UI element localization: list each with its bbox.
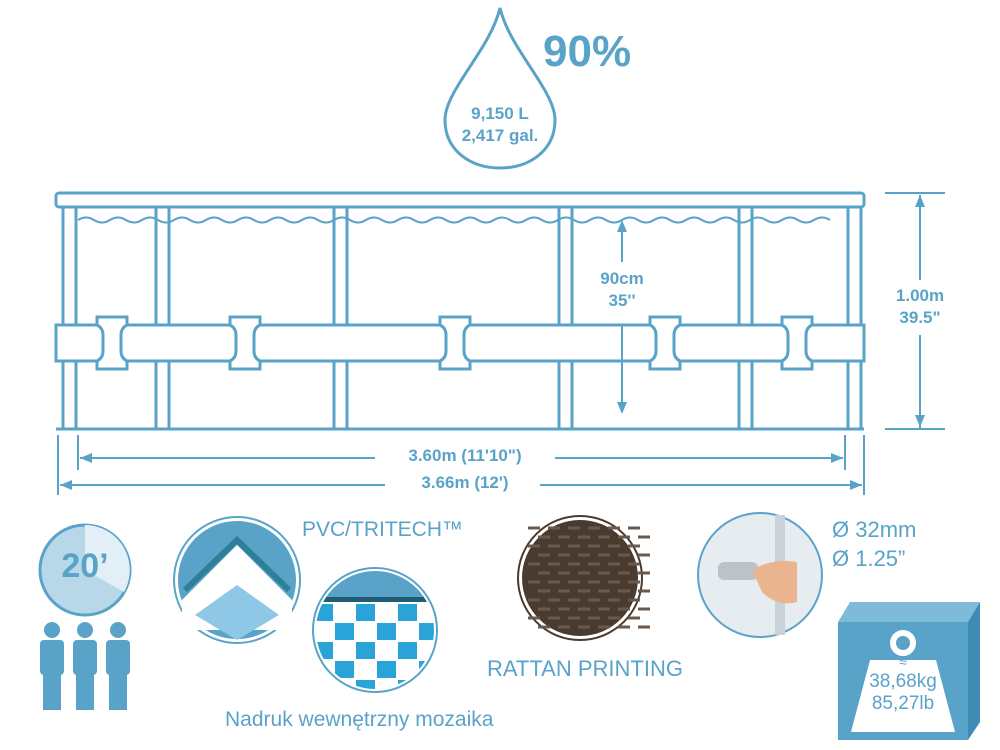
mosaic-icon (312, 567, 438, 693)
mosaic-tile (398, 604, 417, 621)
pool-height-m: 1.00m (895, 286, 945, 305)
weight-kg: 38,68kg (869, 671, 937, 692)
mosaic-tile (316, 680, 333, 689)
water-volume-gallons: 2,417 gal. (461, 126, 539, 145)
water-line (77, 216, 831, 224)
inner-width: 3.60m (11'10") (408, 446, 522, 465)
mosaic-tile (377, 623, 396, 640)
mosaic-tile (356, 680, 375, 689)
weight-approx: ≈ (899, 654, 907, 670)
mosaic-tile (356, 604, 375, 621)
rattan-label: RATTAN PRINTING (487, 656, 683, 681)
valve-size-in: Ø 1.25” (832, 546, 906, 571)
clock-icon (38, 523, 132, 617)
valve-hand-icon (697, 512, 823, 638)
water-depth-cm: 90cm (600, 269, 644, 288)
mosaic-tile (356, 642, 375, 659)
material-label: PVC/TRITECH™ (302, 518, 464, 541)
rattan-texture-icon (517, 515, 650, 641)
mosaic-tile (419, 623, 434, 640)
belt-connectors (95, 315, 814, 371)
weight-box-icon (838, 602, 980, 740)
people-icon (40, 622, 130, 710)
dimension-lines (57, 192, 945, 495)
arrowheads (60, 195, 925, 490)
mosaic-tile (316, 604, 333, 621)
water-fill-percent: 90% (543, 27, 632, 76)
pool-height-in: 39.5" (899, 308, 941, 327)
weight-lb: 85,27lb (871, 693, 935, 714)
pool-frame (54, 7, 945, 495)
water-drop-icon (443, 7, 557, 170)
outer-width: 3.66m (12') (421, 473, 509, 492)
mosaic-tile (398, 642, 417, 659)
valve-size-mm: Ø 32mm (832, 517, 917, 542)
mosaic-tile (335, 661, 354, 678)
mosaic-label: Nadruk wewnętrzny mozaika (225, 708, 494, 731)
water-depth-in: 35'' (608, 291, 636, 310)
water-volume-liters: 9,150 L (471, 104, 529, 123)
setup-time: 20’ (61, 547, 109, 585)
mosaic-tile (377, 661, 396, 678)
pvc-layers-icon (173, 516, 301, 644)
mosaic-tile (335, 623, 354, 640)
